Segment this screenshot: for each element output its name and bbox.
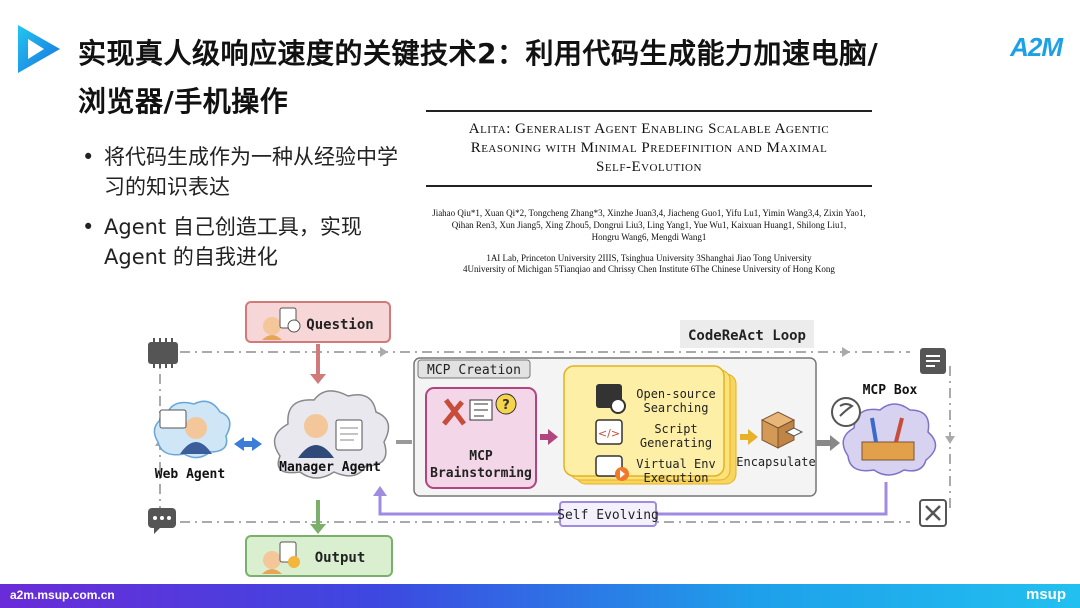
- github-search-icon: [596, 384, 626, 414]
- script-label-1: Script: [654, 422, 697, 436]
- bullet-item: • 将代码生成作为一种从经验中学习的知识表达: [82, 142, 412, 202]
- authors-line: Hongru Wang6, Mengdi Wang1: [591, 232, 707, 242]
- bullet-dot-icon: •: [82, 215, 95, 239]
- alita-architecture-diagram: CodeReAct Loop Question Manager Agent We…: [148, 301, 955, 577]
- brand-logo: A2M: [1010, 32, 1063, 62]
- manager-cloud: [273, 390, 390, 479]
- code-icon: </>: [595, 419, 623, 445]
- title-line-1: 实现真人级响应速度的关键技术2：利用代码生成能力加速电脑/: [78, 37, 879, 70]
- expand-icon: [919, 499, 947, 527]
- paper-header: Alita: Generalist Agent Enabling Scalabl…: [424, 110, 874, 275]
- open-source-label-1: Open-source: [636, 387, 715, 401]
- paper-title-line: Alita: Generalist Agent Enabling Scalabl…: [468, 121, 830, 137]
- manager-agent-label: Manager Agent: [279, 460, 381, 475]
- mcp-brainstorm-label-1: MCP: [469, 449, 493, 464]
- footer-url[interactable]: a2m.msup.com.cn: [10, 588, 115, 602]
- codereact-loop-label: CodeReAct Loop: [688, 328, 806, 344]
- bottom-rule: [426, 185, 872, 187]
- title-line-2: 浏览器/手机操作: [78, 85, 289, 118]
- mcp-creation-label: MCP Creation: [427, 363, 521, 378]
- chat-icon: [148, 508, 176, 534]
- authors-line: Jiahao Qiu*1, Xuan Qi*2, Tongcheng Zhang…: [432, 208, 866, 218]
- document-icon: [920, 348, 946, 374]
- mcp-box-label: MCP Box: [863, 383, 918, 398]
- yellow-arrow-icon: [740, 429, 758, 445]
- brainstorm-tools-icon: ?: [442, 393, 517, 426]
- paper-authors: Jiahao Qiu*1, Xuan Qi*2, Tongcheng Zhang…: [424, 207, 874, 243]
- affiliation-line: 1AI Lab, Princeton University 2IIIS, Tsi…: [486, 253, 812, 263]
- self-evolving-arrowhead: [373, 486, 387, 496]
- bullet-item: • Agent 自己创造工具，实现 Agent 的自我进化: [82, 212, 412, 272]
- bullet-text: Agent 自己创造工具，实现 Agent 的自我进化: [104, 215, 362, 269]
- output-label: Output: [315, 550, 366, 566]
- mcp-box-cloud-icon: [831, 397, 937, 476]
- script-label-2: Generating: [640, 436, 712, 450]
- paper-title: Alita: Generalist Agent Enabling Scalabl…: [424, 120, 874, 177]
- slide-title: 实现真人级响应速度的关键技术2：利用代码生成能力加速电脑/ 浏览器/手机操作: [78, 30, 878, 126]
- venv-label-2: Execution: [643, 471, 708, 485]
- play-logo-icon: [18, 25, 60, 73]
- mcp-brainstorm-label-2: Brainstorming: [430, 466, 532, 481]
- chip-icon: [148, 338, 178, 368]
- affiliation-line: 4University of Michigan 5Tianqiao and Ch…: [463, 264, 835, 274]
- bullet-dot-icon: •: [82, 145, 95, 169]
- codereact-label-bg: [680, 320, 814, 348]
- web-agent-cloud: [153, 400, 231, 459]
- svg-text:?: ?: [502, 398, 510, 413]
- bidirectional-arrow-icon: [234, 437, 262, 451]
- question-label: Question: [306, 317, 373, 333]
- mcp-creation-tab: [417, 359, 531, 379]
- top-rule: [426, 110, 872, 112]
- package-icon: [760, 411, 804, 449]
- brainstorm-arrow-icon: [540, 429, 558, 445]
- terminal-run-icon: [595, 455, 629, 481]
- output-person-icon: [262, 541, 300, 574]
- paper-title-line: Reasoning with Minimal Predefinition and…: [470, 140, 828, 156]
- paper-affiliations: 1AI Lab, Princeton University 2IIIS, Tsi…: [424, 253, 874, 275]
- footer-bar: a2m.msup.com.cn msup: [0, 584, 1080, 608]
- paper-title-line: Self-Evolution: [596, 159, 702, 175]
- svg-text:</>: </>: [598, 427, 620, 440]
- web-agent-label: Web Agent: [155, 467, 225, 482]
- self-evolving-box: [559, 501, 657, 527]
- bullet-text: 将代码生成作为一种从经验中学习的知识表达: [104, 145, 398, 199]
- open-source-label-2: Searching: [643, 401, 708, 415]
- to-mcp-box-arrow: [816, 435, 840, 451]
- encapsulate-label: Encapsulate: [736, 455, 815, 469]
- authors-line: Qihan Ren3, Xun Jiang5, Xing Zhou5, Dong…: [451, 220, 847, 230]
- footer-logo: msup: [1025, 586, 1066, 603]
- question-person-icon: [262, 307, 301, 340]
- bullet-list: • 将代码生成作为一种从经验中学习的知识表达 • Agent 自己创造工具，实现…: [82, 142, 412, 282]
- self-evolving-label: Self Evolving: [557, 508, 659, 523]
- venv-label-1: Virtual Env: [636, 457, 715, 471]
